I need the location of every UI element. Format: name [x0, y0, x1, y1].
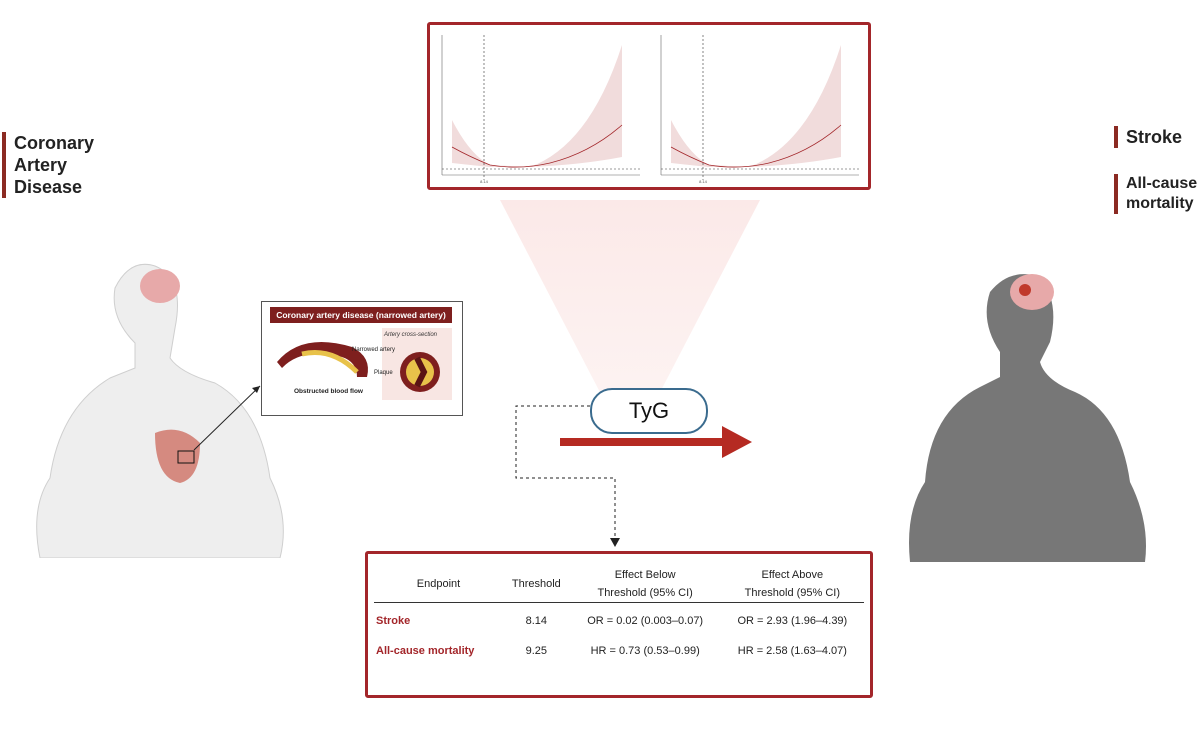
spline-plots-panel: 8.14 8.14: [427, 22, 871, 190]
plot-1: 8.14: [441, 35, 640, 184]
spline-plots: 8.14 8.14: [441, 35, 859, 184]
plot-2: 8.14: [660, 35, 859, 184]
cad-label: Coronary Artery Disease: [2, 132, 114, 198]
col-below: Effect Below: [614, 569, 676, 581]
cross-section-label: Artery cross-section: [384, 332, 438, 338]
cad-inset-title: Coronary artery disease (narrowed artery…: [270, 307, 452, 323]
blood-flow-label: Obstructed blood flow: [294, 388, 363, 395]
human-figure-right: [909, 274, 1146, 562]
narrowed-artery-label: Narrowed artery: [352, 347, 396, 353]
plot-1-threshold-tick: 8.14: [480, 179, 489, 184]
plaque-label: Plaque: [374, 370, 393, 376]
plot-2-threshold-tick: 8.14: [699, 179, 708, 184]
tyg-node: TyG: [590, 388, 708, 434]
col-below-sub: Threshold (95% CI): [569, 584, 721, 603]
mortality-label: All-cause mortality: [1114, 174, 1200, 214]
stroke-label: Stroke: [1114, 126, 1182, 148]
human-figure-left: [36, 263, 284, 558]
red-arrow: [560, 438, 725, 446]
zoom-arrow: [193, 385, 261, 451]
spotlight-beam: [500, 200, 760, 400]
col-endpoint: Endpoint: [374, 566, 503, 603]
connectors: [515, 405, 752, 547]
brain-icon: [1010, 274, 1054, 310]
cad-inset-panel: Coronary artery disease (narrowed artery…: [261, 301, 463, 416]
col-threshold: Threshold: [503, 566, 570, 603]
col-above: Effect Above: [761, 569, 824, 581]
brain-icon: [140, 269, 180, 303]
col-above-sub: Threshold (95% CI): [720, 584, 864, 603]
threshold-table: Endpoint Threshold Effect Below Effect A…: [365, 551, 873, 698]
